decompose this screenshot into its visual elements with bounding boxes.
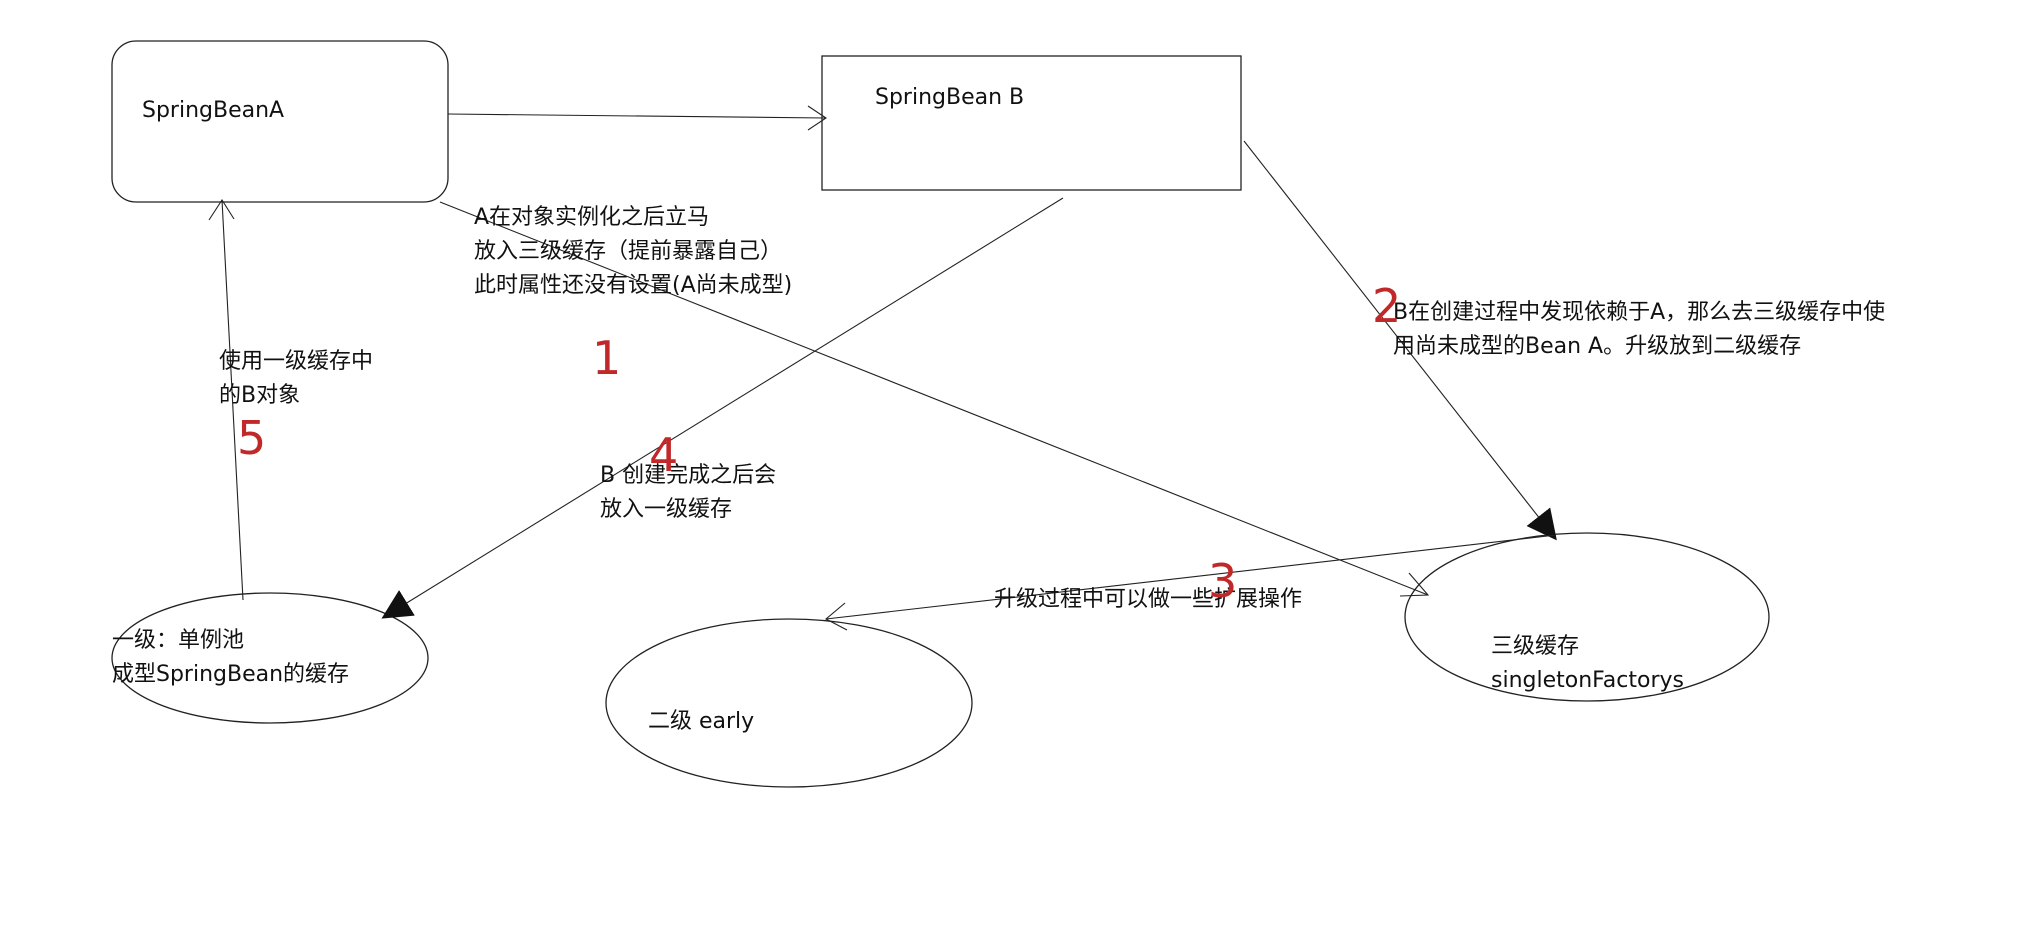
step-number-4: 4 bbox=[649, 428, 679, 482]
level2-cache-ellipse[interactable] bbox=[605, 618, 973, 788]
note-a-instantiate: A在对象实例化之后立马 放入三级缓存（提前暴露自己） 此时属性还没有设置(A尚未… bbox=[474, 205, 793, 298]
bean-a-label: SpringBeanA bbox=[142, 98, 285, 123]
bean-a-box[interactable] bbox=[111, 40, 449, 203]
level1-cache-label: 一级：单例池 成型SpringBean的缓存 bbox=[112, 628, 350, 687]
note-b-depends: B在创建过程中发现依赖于A，那么去三级缓存中使 用尚未成型的Bean A。升级放… bbox=[1393, 300, 1886, 359]
note-upgrade: 升级过程中可以做一些扩展操作 bbox=[994, 587, 1303, 612]
note-use-b: 使用一级缓存中 的B对象 bbox=[219, 349, 374, 408]
step-number-2: 2 bbox=[1372, 279, 1402, 333]
arrow-level1-to-a bbox=[208, 198, 244, 601]
step-number-3: 3 bbox=[1208, 554, 1238, 608]
bean-b-box[interactable] bbox=[821, 55, 1242, 191]
bean-b-label: SpringBean B bbox=[875, 85, 1025, 110]
note-b-done: B 创建完成之后会 放入一级缓存 bbox=[600, 463, 777, 522]
arrow-a-to-b bbox=[447, 105, 827, 131]
arrow-a-to-level3 bbox=[439, 201, 1430, 597]
level1-cache-ellipse[interactable] bbox=[111, 592, 429, 724]
step-number-5: 5 bbox=[237, 411, 267, 465]
step-number-1: 1 bbox=[592, 331, 622, 385]
arrow-level3-to-level2 bbox=[825, 534, 1557, 631]
level3-cache-label: 三级缓存 singletonFactorys bbox=[1491, 634, 1684, 693]
level3-cache-ellipse[interactable] bbox=[1404, 532, 1770, 702]
level2-cache-label: 二级 early bbox=[648, 709, 755, 734]
arrow-b-to-level3 bbox=[1243, 140, 1557, 541]
arrow-b-to-level1 bbox=[381, 197, 1064, 619]
